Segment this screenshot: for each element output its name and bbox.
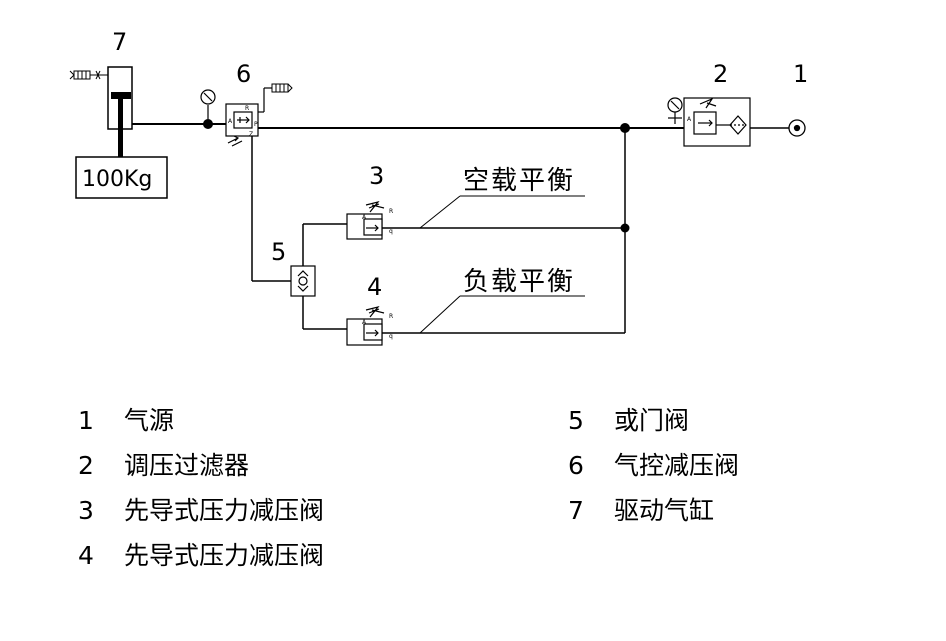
legend-label: 调压过滤器 [124,451,250,480]
port-label: R [245,105,249,112]
port-label: P [254,121,258,128]
label-7: 7 [112,28,127,56]
exhaust-silencer-icon [69,70,108,80]
label-2: 2 [713,60,728,88]
legend-label: 或门阀 [614,406,690,435]
label-5: 5 [271,238,286,266]
legend-item: 5 或门阀 [568,408,689,433]
pilot-pressure-reducing-valve-4 [346,305,385,346]
label-3: 3 [369,162,384,190]
port-label: A [228,118,233,125]
legend-item: 7 驱动气缸 [568,498,714,523]
port-label: R [389,313,393,320]
air-source-icon [788,119,806,137]
legend-item: 2 调压过滤器 [78,453,249,478]
junction-dot [203,119,213,129]
port-label: q [389,333,393,340]
legend-label: 气源 [124,406,175,435]
pressure-gauge-icon [667,97,683,124]
legend-label: 先导式压力减压阀 [124,541,325,570]
legend-number: 5 [568,406,584,435]
label-4: 4 [367,273,382,301]
pressure-gauge-icon [200,89,216,119]
drive-cylinder [107,66,133,157]
legend-number: 7 [568,496,584,525]
shuttle-or-valve [290,265,316,297]
load-weight: 100Kg [75,156,168,199]
pilot-reducing-valve [225,87,272,147]
legend-item: 4 先导式压力减压阀 [78,543,324,568]
exhaust-silencer-icon [271,83,293,93]
legend-label: 驱动气缸 [614,496,715,525]
annotation-empty-load-balance: 空载平衡 [463,166,575,196]
port-label: A [687,116,692,123]
port-label: A [362,319,367,326]
legend-item: 1 气源 [78,408,174,433]
annotation-full-load-balance: 负载平衡 [463,267,575,297]
port-label: A [362,214,367,221]
legend-number: 1 [78,406,94,435]
junction-dot [620,123,630,133]
legend-number: 6 [568,451,584,480]
junction-dot [620,223,630,233]
legend-number: 3 [78,496,94,525]
label-1: 1 [793,60,808,88]
legend-label: 先导式压力减压阀 [124,496,325,525]
port-label: Z [249,131,253,138]
legend-item: 6 气控减压阀 [568,453,739,478]
legend-item: 3 先导式压力减压阀 [78,498,324,523]
annotation-leaders [419,195,585,334]
legend-number: 2 [78,451,94,480]
legend-number: 4 [78,541,94,570]
port-label: q [389,228,393,235]
label-6: 6 [236,60,251,88]
load-label: 100Kg [82,167,152,192]
regulator-filter-unit [683,97,751,147]
legend-label: 气控减压阀 [614,451,740,480]
port-label: R [389,208,393,215]
pipelines [130,123,789,334]
pilot-pressure-reducing-valve-3 [346,200,385,240]
